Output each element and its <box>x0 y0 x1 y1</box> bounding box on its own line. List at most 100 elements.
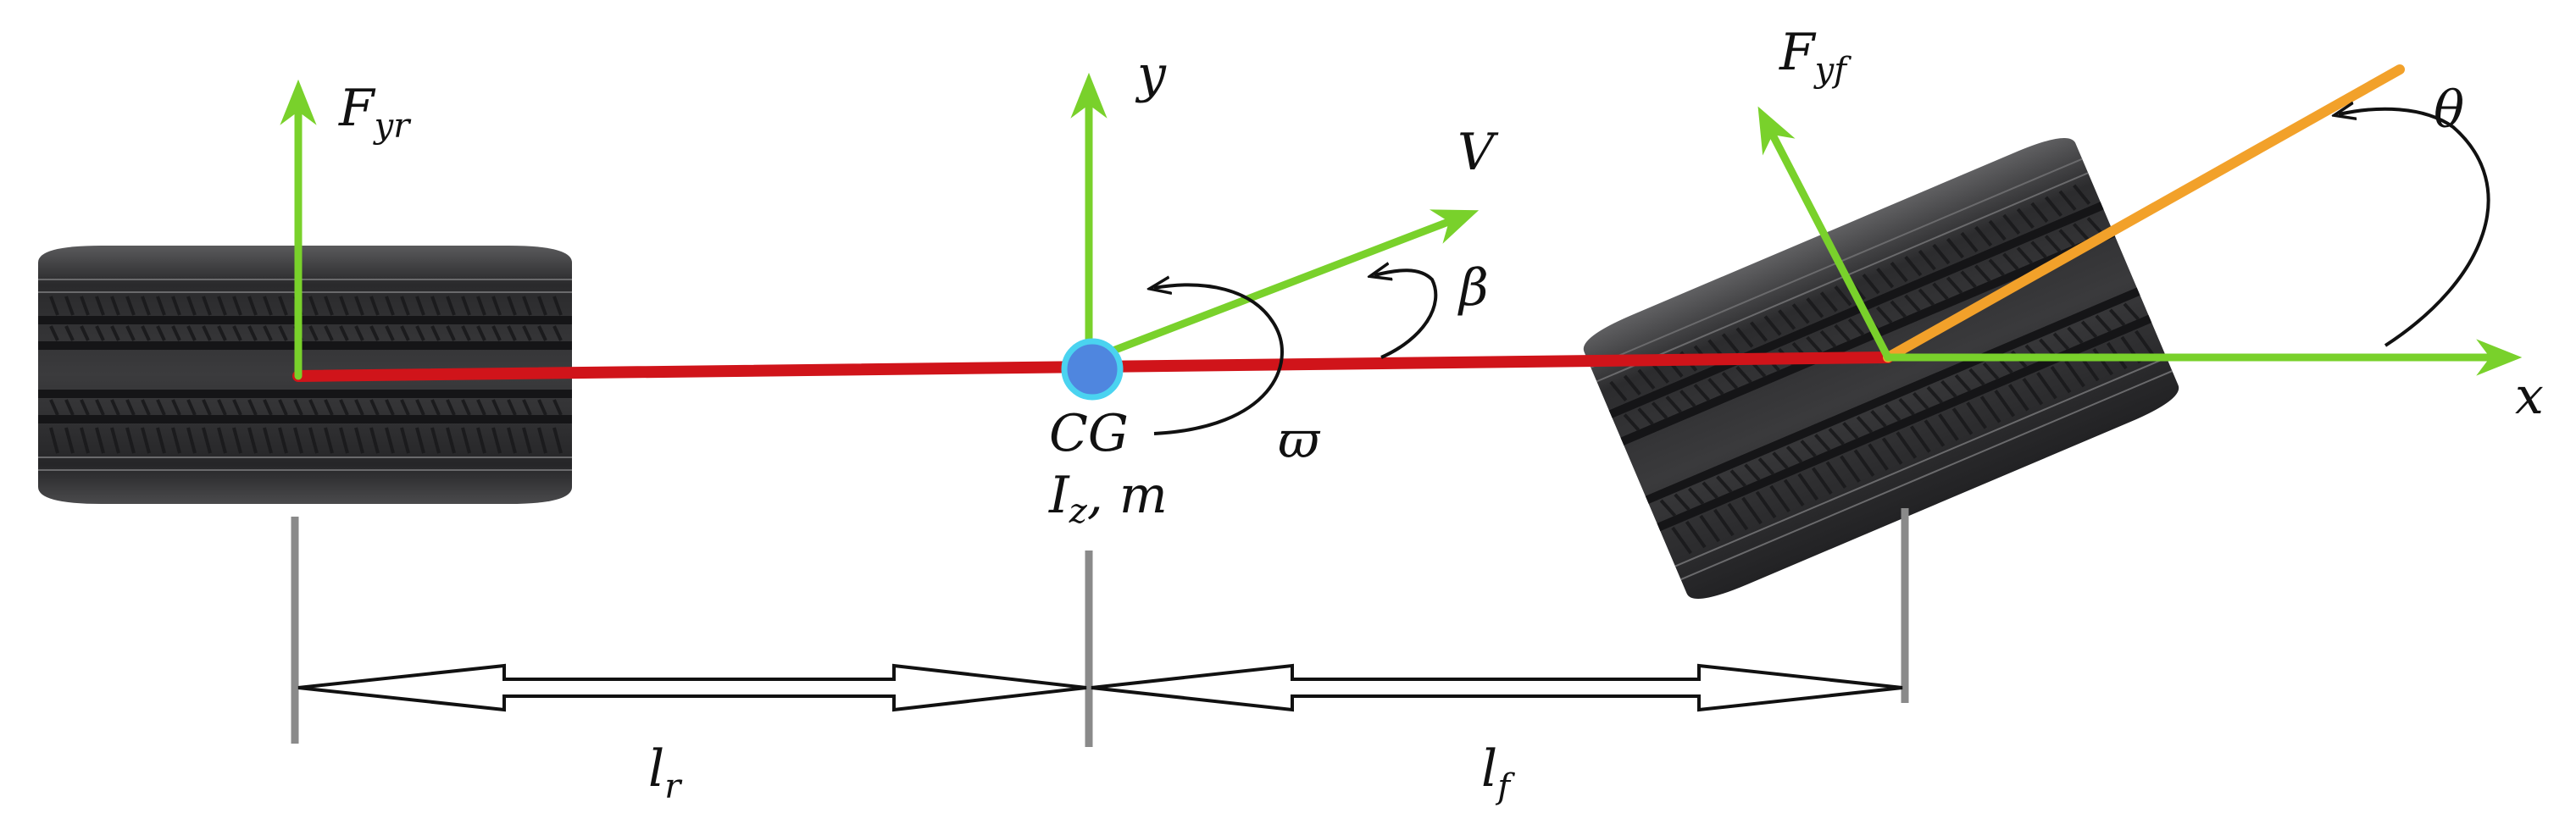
tread-groove <box>2073 184 2091 205</box>
tread-groove <box>446 325 456 341</box>
tread-groove <box>1721 333 1740 354</box>
tread-groove <box>324 296 334 316</box>
tread-groove <box>1904 294 1921 313</box>
tread-groove <box>1750 321 1768 342</box>
tread-groove <box>1637 368 1656 390</box>
tread-groove <box>1785 445 1803 463</box>
tread-groove <box>1735 366 1752 384</box>
tread-groove <box>247 399 258 416</box>
tread-groove <box>186 296 197 316</box>
tread-groove <box>1825 461 1847 489</box>
tread-groove <box>141 325 151 341</box>
tread-groove <box>232 399 242 416</box>
tread-groove <box>1819 329 1837 348</box>
tread-groove <box>339 325 349 341</box>
tread-groove <box>354 296 364 316</box>
tread-groove <box>202 427 212 454</box>
tread-groove <box>278 399 288 416</box>
tread-groove <box>293 399 303 416</box>
tread-groove <box>1727 502 1749 531</box>
tread-groove <box>247 325 258 341</box>
tread-groove <box>1800 440 1817 457</box>
tread-groove <box>491 325 502 341</box>
tread-groove <box>217 427 227 454</box>
tread-groove <box>537 296 547 316</box>
tread-groove <box>1757 457 1775 476</box>
tread-groove <box>202 296 212 316</box>
tread-groove <box>202 325 212 341</box>
tread-groove <box>415 399 425 416</box>
tread-groove <box>339 427 349 454</box>
tread-groove <box>522 399 532 416</box>
tread-groove <box>552 399 563 416</box>
yaw-rate-arc <box>1154 285 1284 435</box>
tread-groove <box>1909 425 1931 453</box>
tread-groove <box>1834 285 1852 307</box>
tread-groove <box>247 296 258 316</box>
tread-groove <box>2030 202 2049 223</box>
tread-groove <box>2022 378 2044 406</box>
tread-groove <box>552 296 563 316</box>
tread-groove <box>1778 309 1796 330</box>
tread-groove <box>1842 422 1859 440</box>
tread-groove <box>171 399 181 416</box>
tread-groove <box>141 296 151 316</box>
tread-groove <box>263 399 273 416</box>
tread-groove <box>171 296 181 316</box>
tread-groove <box>476 296 486 316</box>
tread-groove <box>446 399 456 416</box>
tread-groove <box>2092 347 2114 376</box>
tread-groove <box>1932 243 1951 265</box>
tread-groove <box>1693 384 1710 401</box>
tread-groove <box>430 427 441 454</box>
tread-groove <box>1940 379 1957 398</box>
tread-groove <box>400 296 410 316</box>
tread-groove <box>354 399 364 416</box>
tread-groove <box>1623 413 1641 432</box>
tread-groove <box>2064 360 2085 388</box>
tread-groove <box>217 399 227 416</box>
tread-groove <box>1988 258 2005 277</box>
tread-groove <box>1707 378 1724 396</box>
tread-groove <box>1769 484 1790 513</box>
label-v: V <box>1457 123 1499 182</box>
tread-groove <box>1687 487 1705 506</box>
tread-groove <box>1926 385 1943 404</box>
tread-groove <box>1974 264 1991 283</box>
tread-groove <box>278 427 288 454</box>
tread-groove <box>156 427 166 454</box>
beta-arc <box>1374 270 1438 359</box>
tread-groove <box>2050 366 2072 394</box>
tread-groove <box>1819 291 1838 313</box>
tread-groove <box>1890 262 1908 283</box>
tread-groove <box>1974 225 1993 247</box>
tread-groove <box>507 399 517 416</box>
tread-groove <box>1960 270 1977 289</box>
tread-groove <box>1868 443 1889 471</box>
label-beta: β <box>1457 258 1489 318</box>
tread-groove <box>446 296 456 316</box>
tread-groove <box>1834 324 1851 342</box>
dimension-arrow-lf <box>1091 663 1903 712</box>
tread-groove <box>1988 219 2007 241</box>
tread-groove <box>385 325 395 341</box>
tread-groove <box>1685 520 1707 549</box>
tread-groove <box>2123 302 2140 321</box>
tread-groove <box>1674 493 1690 512</box>
tread-groove <box>1721 372 1739 390</box>
tread-groove <box>1994 390 2016 418</box>
tread-groove <box>110 296 120 316</box>
tread-groove <box>1876 306 1893 324</box>
tread-groove <box>385 399 395 416</box>
tread-groove <box>1913 391 1929 410</box>
tread-groove <box>1862 274 1880 295</box>
tread-groove <box>2080 320 2098 339</box>
tread-groove <box>263 296 273 316</box>
tread-groove <box>2007 384 2029 412</box>
tread-groove <box>1898 397 1915 416</box>
tread-groove <box>278 296 288 316</box>
tread-groove <box>1951 407 1974 435</box>
tread-groove <box>1876 268 1895 289</box>
tread-groove <box>141 427 151 454</box>
